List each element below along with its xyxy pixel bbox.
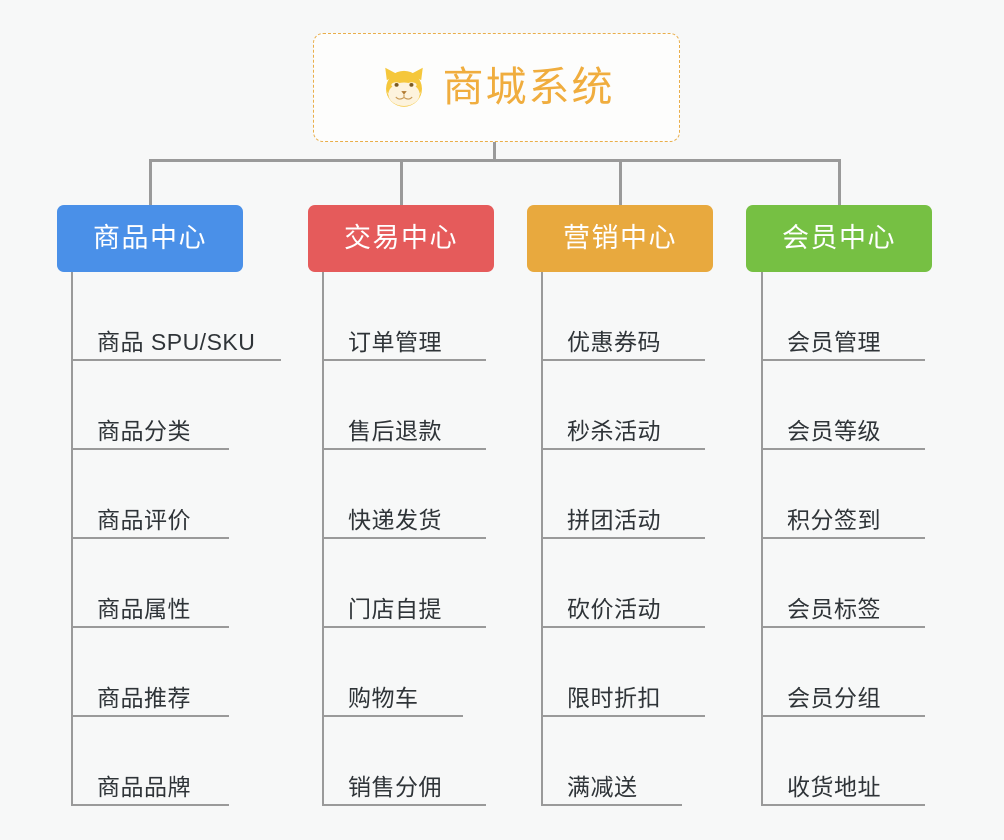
branch-header-2[interactable]: 交易中心 bbox=[308, 205, 494, 272]
leaf-label: 商品 SPU/SKU bbox=[97, 328, 256, 355]
leaf-label: 拼团活动 bbox=[567, 506, 661, 533]
branch-header-1[interactable]: 商品中心 bbox=[57, 205, 243, 272]
leaf-label: 会员等级 bbox=[787, 417, 881, 444]
leaf-label: 优惠券码 bbox=[567, 328, 661, 355]
leaf-item[interactable]: 商品推荐 bbox=[71, 628, 229, 717]
leaf-item[interactable]: 会员等级 bbox=[761, 361, 925, 450]
leaf-item[interactable]: 会员管理 bbox=[761, 272, 925, 361]
leaf-item[interactable]: 积分签到 bbox=[761, 450, 925, 539]
branch-header-label: 会员中心 bbox=[782, 223, 896, 253]
leaf-item[interactable]: 销售分佣 bbox=[322, 717, 486, 806]
leaf-label: 会员分组 bbox=[787, 684, 881, 711]
leaf-label: 快递发货 bbox=[348, 506, 442, 533]
leaf-label: 商品评价 bbox=[97, 506, 191, 533]
connector-root-stem bbox=[493, 142, 496, 161]
leaf-label: 商品品牌 bbox=[97, 773, 191, 800]
leaf-item[interactable]: 售后退款 bbox=[322, 361, 486, 450]
leaf-item[interactable]: 优惠券码 bbox=[541, 272, 705, 361]
branch-trunk-1 bbox=[71, 272, 73, 806]
leaf-label: 购物车 bbox=[348, 684, 419, 711]
branch-trunk-2 bbox=[322, 272, 324, 806]
root-title: 商城系统 bbox=[442, 64, 615, 110]
leaf-item[interactable]: 商品属性 bbox=[71, 539, 229, 628]
branch-trunk-3 bbox=[541, 272, 543, 806]
leaf-label: 秒杀活动 bbox=[567, 417, 661, 444]
branch-header-label: 商品中心 bbox=[93, 223, 207, 253]
connector-drop-2 bbox=[400, 159, 403, 206]
leaf-label: 收货地址 bbox=[787, 773, 881, 800]
leaf-item[interactable]: 商品分类 bbox=[71, 361, 229, 450]
connector-drop-1 bbox=[149, 159, 152, 206]
leaf-label: 售后退款 bbox=[348, 417, 442, 444]
shiba-dog-icon bbox=[384, 67, 423, 107]
branch-header-label: 交易中心 bbox=[344, 223, 458, 253]
leaf-item[interactable]: 满减送 bbox=[541, 717, 682, 806]
leaf-label: 积分签到 bbox=[787, 506, 881, 533]
connector-horizontal-bus bbox=[149, 159, 840, 162]
branch-header-3[interactable]: 营销中心 bbox=[527, 205, 713, 272]
leaf-item[interactable]: 商品评价 bbox=[71, 450, 229, 539]
leaf-label: 会员管理 bbox=[787, 328, 881, 355]
leaf-label: 商品推荐 bbox=[97, 684, 191, 711]
leaf-item[interactable]: 限时折扣 bbox=[541, 628, 705, 717]
leaf-item[interactable]: 拼团活动 bbox=[541, 450, 705, 539]
leaf-label: 销售分佣 bbox=[348, 773, 442, 800]
leaf-item[interactable]: 秒杀活动 bbox=[541, 361, 705, 450]
leaf-label: 限时折扣 bbox=[567, 684, 661, 711]
leaf-label: 订单管理 bbox=[348, 328, 442, 355]
leaf-item[interactable]: 快递发货 bbox=[322, 450, 486, 539]
leaf-item[interactable]: 门店自提 bbox=[322, 539, 486, 628]
leaf-label: 门店自提 bbox=[348, 595, 442, 622]
leaf-label: 会员标签 bbox=[787, 595, 881, 622]
leaf-item[interactable]: 收货地址 bbox=[761, 717, 925, 806]
leaf-item[interactable]: 会员分组 bbox=[761, 628, 925, 717]
root-node[interactable]: 商城系统 bbox=[313, 33, 680, 142]
branch-header-4[interactable]: 会员中心 bbox=[746, 205, 932, 272]
leaf-item[interactable]: 砍价活动 bbox=[541, 539, 705, 628]
leaf-label: 砍价活动 bbox=[567, 595, 661, 622]
leaf-item[interactable]: 购物车 bbox=[322, 628, 463, 717]
leaf-item[interactable]: 订单管理 bbox=[322, 272, 486, 361]
leaf-item[interactable]: 商品品牌 bbox=[71, 717, 229, 806]
leaf-item[interactable]: 商品 SPU/SKU bbox=[71, 272, 281, 361]
connector-drop-3 bbox=[619, 159, 622, 206]
leaf-label: 商品属性 bbox=[97, 595, 191, 622]
leaf-label: 满减送 bbox=[567, 773, 638, 800]
leaf-item[interactable]: 会员标签 bbox=[761, 539, 925, 628]
leaf-label: 商品分类 bbox=[97, 417, 191, 444]
connector-drop-4 bbox=[838, 159, 841, 206]
branch-trunk-4 bbox=[761, 272, 763, 806]
branch-header-label: 营销中心 bbox=[563, 223, 677, 253]
